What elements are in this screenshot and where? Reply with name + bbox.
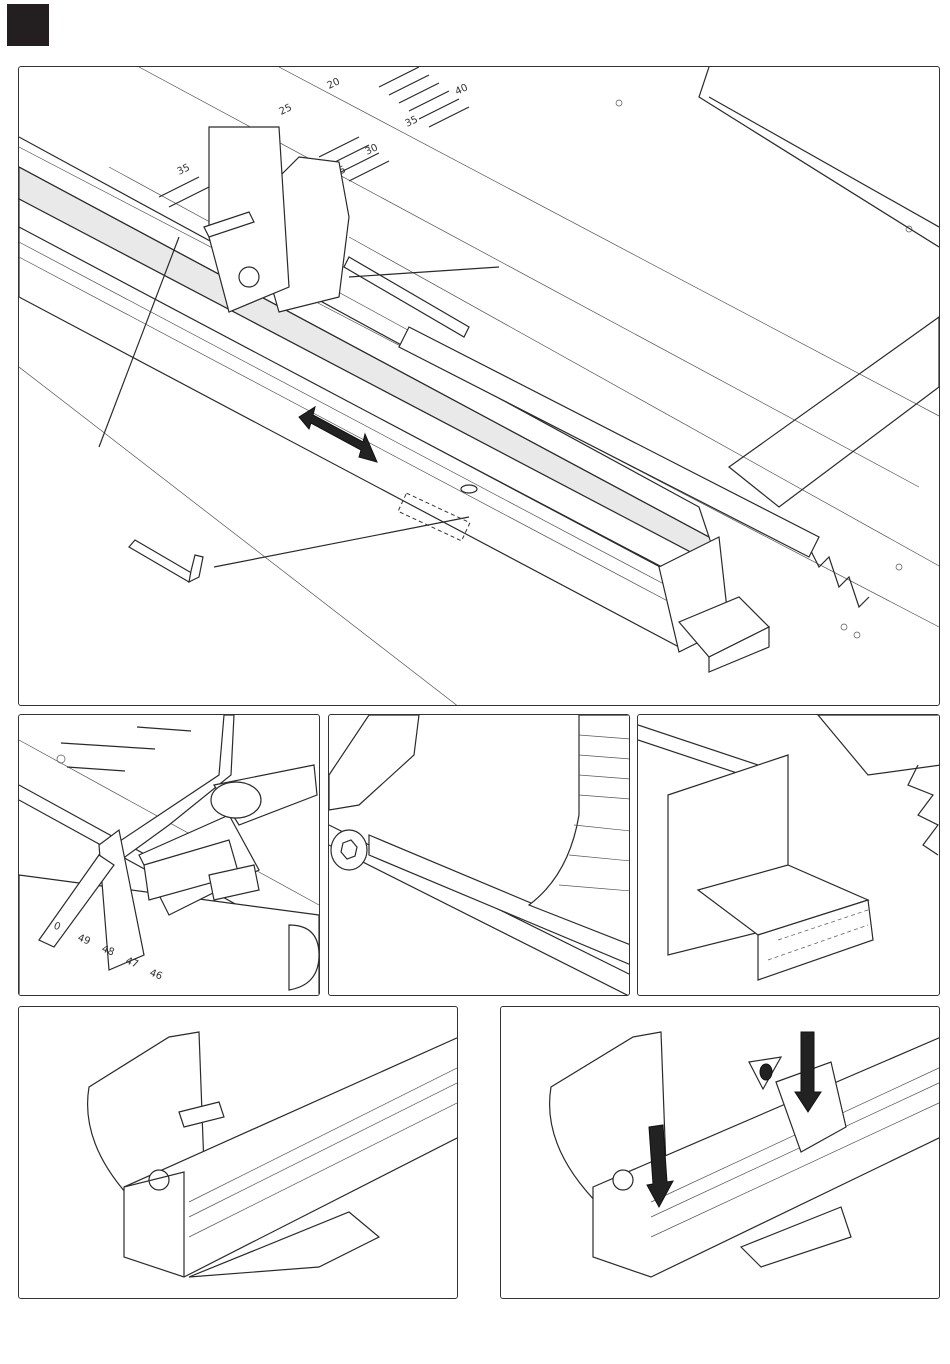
adjust-screw bbox=[461, 485, 477, 493]
saw-guard bbox=[729, 317, 939, 507]
assembly-view bbox=[18, 1006, 458, 1299]
saw-teeth bbox=[809, 547, 869, 607]
quadrant-plate bbox=[529, 715, 630, 945]
pivot-knob bbox=[613, 1170, 633, 1190]
angle-label: 30 bbox=[364, 142, 380, 157]
detail-fence-end bbox=[637, 714, 940, 996]
saw-guard bbox=[818, 715, 940, 775]
detail-fence-knob: 0 49 48 47 46 bbox=[18, 714, 320, 996]
assembly-check-view bbox=[500, 1006, 940, 1299]
angle-label: 20 bbox=[326, 76, 342, 91]
allen-key-icon bbox=[129, 540, 203, 582]
callout-line bbox=[214, 517, 469, 567]
pivot-knob bbox=[239, 267, 259, 287]
fence-rail bbox=[19, 137, 719, 647]
detail-pivot-screw bbox=[328, 714, 630, 996]
step-marker-icon bbox=[7, 4, 49, 46]
angle-label: 40 bbox=[454, 82, 470, 97]
angle-label: 35 bbox=[404, 114, 420, 129]
main-illustration: 20 25 40 35 30 35 45 bbox=[18, 66, 940, 706]
angle-label: 25 bbox=[278, 102, 294, 117]
angle-label: 35 bbox=[176, 162, 192, 177]
